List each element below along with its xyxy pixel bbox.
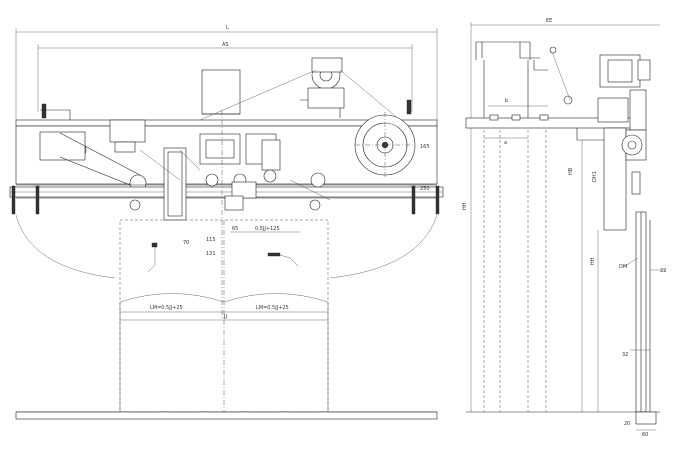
dim-60: 60: [642, 432, 648, 438]
door-arc-right: [329, 214, 438, 279]
dim-panel-right: LM=0.5JJ+25: [256, 305, 289, 311]
dim-JJ: JJ: [223, 314, 227, 320]
dim-115: 115: [206, 237, 216, 243]
dim-131: 131: [206, 251, 216, 257]
dim-DH1: DH1: [592, 171, 598, 182]
dim-250: 250: [420, 186, 430, 192]
dim-HH: HH: [590, 257, 596, 265]
dim-65: 65: [232, 226, 238, 232]
dim-height-side: HH: [462, 202, 468, 210]
sill-side: [635, 411, 657, 425]
dim-32: 32: [622, 352, 628, 358]
door-arc-left: [15, 214, 116, 279]
dim-a: a: [504, 140, 507, 146]
dim-panel-left: LM=0.5JJ+25: [150, 305, 183, 311]
side-view: EE b a: [462, 18, 666, 438]
dim-22: 22: [660, 268, 666, 274]
dim-AS: AS: [222, 42, 229, 48]
dim-b: b: [505, 98, 508, 104]
dim-offset: 0.5JJ+125: [255, 226, 280, 232]
motor-box: [201, 69, 241, 115]
dim-20: 20: [624, 421, 630, 427]
floor-sill: [15, 411, 438, 420]
dim-HB: HB: [568, 167, 574, 175]
dim-165: 165: [420, 144, 430, 150]
front-view: L AS: [9, 25, 444, 420]
dim-DM: DM: [619, 264, 627, 270]
dim-EE: EE: [546, 18, 552, 24]
dim-70-front: 70: [183, 240, 189, 246]
dim-L: L: [226, 25, 229, 31]
door-hanger-side: [603, 127, 627, 231]
